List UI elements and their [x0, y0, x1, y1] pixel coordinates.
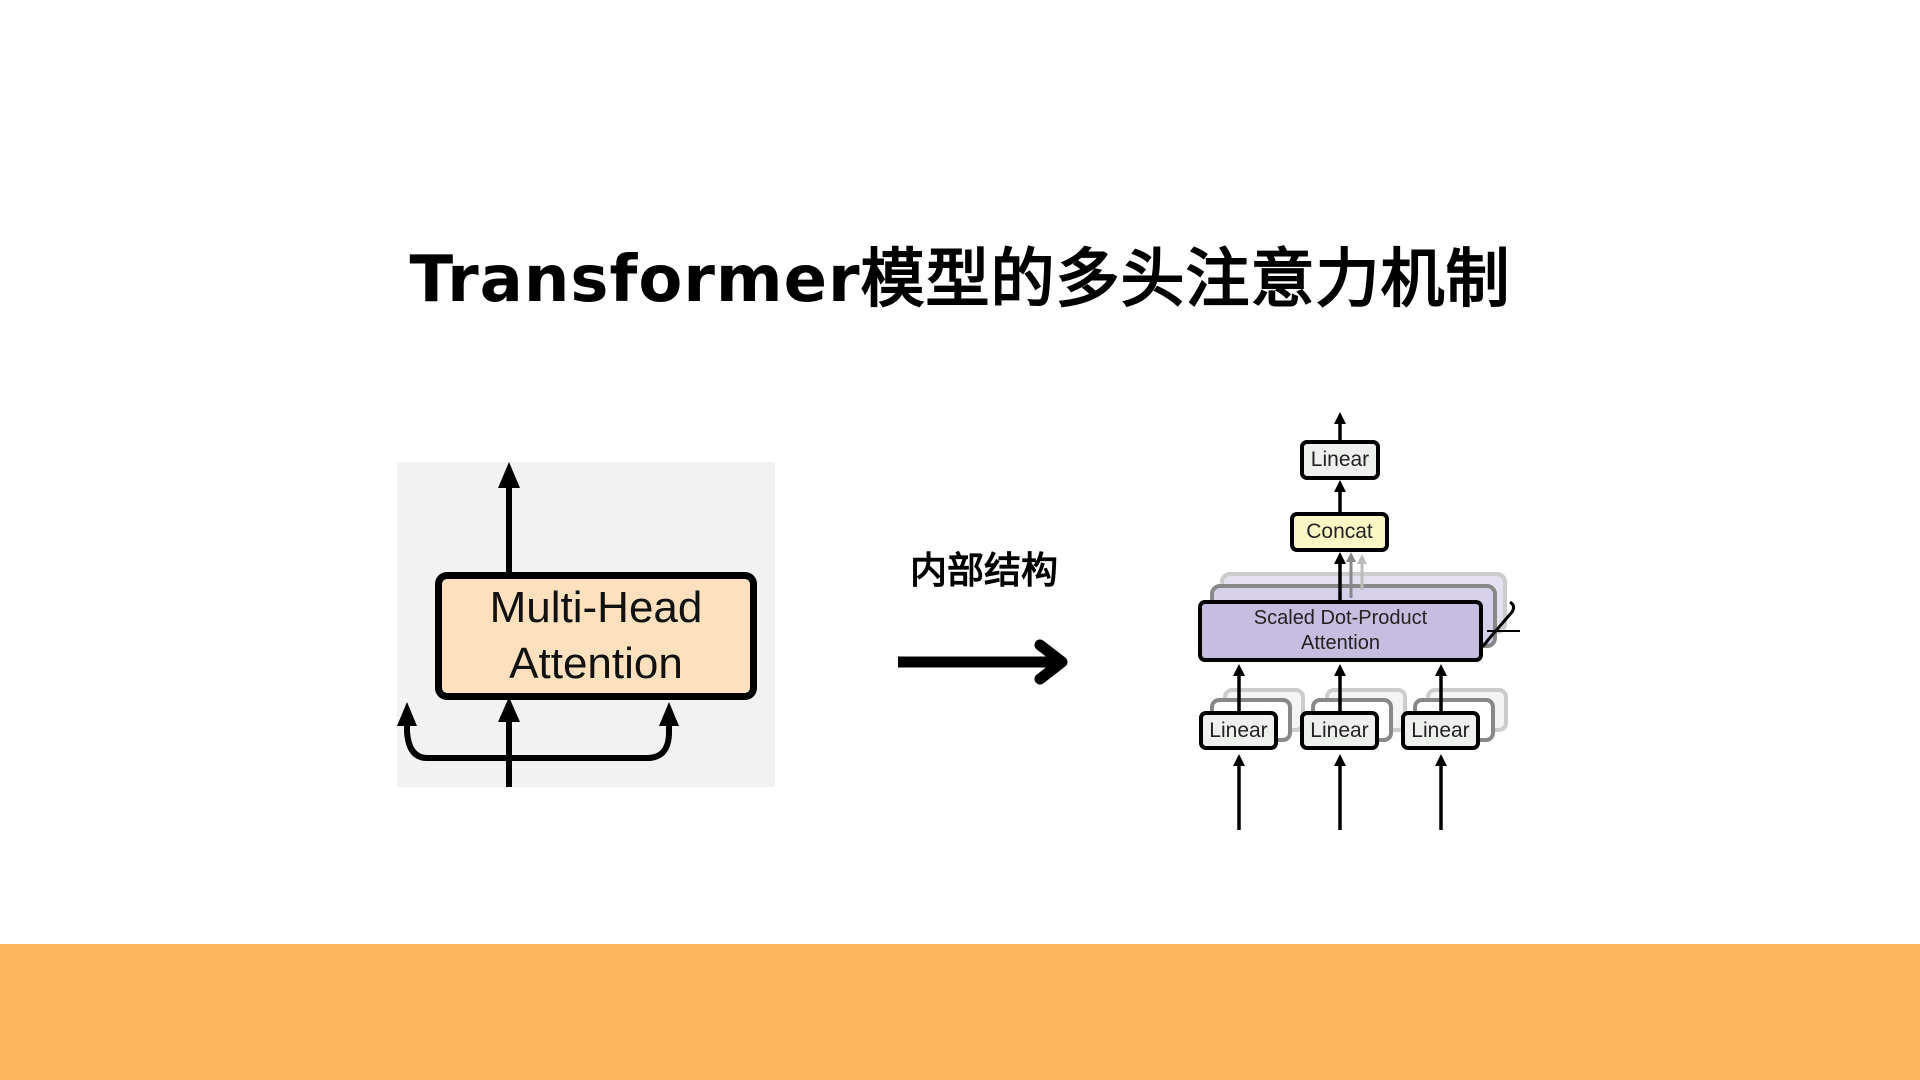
mha-arrows — [397, 462, 679, 787]
mha-label-line2: Attention — [509, 639, 683, 688]
footer-accent-band — [0, 944, 1920, 1080]
input-linear-block-v: Linear — [1401, 711, 1480, 750]
arrow-label: 内部结构 — [910, 549, 1058, 592]
slide-title: Transformer模型的多头注意力机制 — [409, 243, 1511, 317]
sdpa-label-line2: Attention — [1301, 632, 1380, 654]
output-linear-block: Linear — [1300, 440, 1380, 480]
sdpa-label-line1: Scaled Dot-Product — [1253, 607, 1428, 629]
mha-label-line1: Multi-Head — [489, 583, 703, 632]
concat-block: Concat — [1290, 512, 1389, 552]
input-linear-block-q: Linear — [1199, 711, 1278, 750]
input-linear-block-k: Linear — [1300, 711, 1379, 750]
